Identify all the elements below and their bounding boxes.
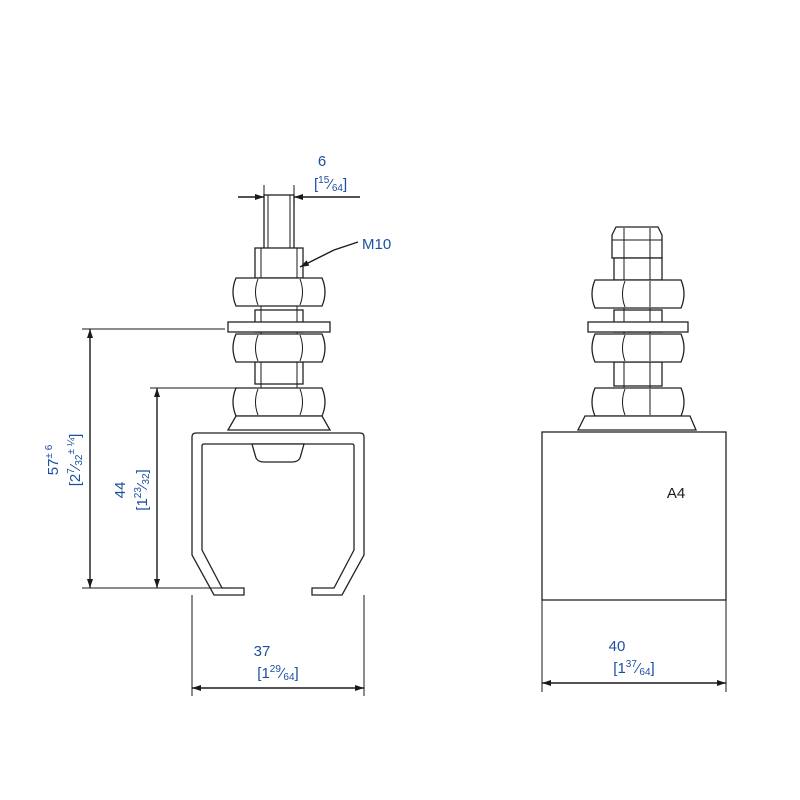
side-body <box>541 431 727 601</box>
front-view <box>191 194 365 596</box>
svg-text:40: 40 <box>609 638 626 655</box>
front-bolt <box>254 247 304 279</box>
side-lower-nut <box>591 387 685 417</box>
side-flange <box>576 415 697 431</box>
front-flange <box>226 415 332 431</box>
svg-text:[129⁄64]: [129⁄64] <box>257 664 298 683</box>
material-marking: A4 <box>667 485 685 502</box>
svg-text:6: 6 <box>318 153 326 170</box>
side-washer <box>587 321 689 333</box>
svg-text:44: 44 <box>112 482 129 499</box>
side-dimension-lines <box>541 600 727 692</box>
dim-side-body-width: 40 [137⁄64] <box>609 638 655 678</box>
front-upper-nut <box>232 277 326 307</box>
front-lower-nut <box>232 387 326 417</box>
svg-text:[27⁄32± ¼]: [27⁄32± ¼] <box>65 434 85 487</box>
svg-text:37: 37 <box>254 643 271 660</box>
svg-text:[137⁄64]: [137⁄64] <box>613 659 654 678</box>
front-washer <box>227 321 331 333</box>
front-pin <box>263 194 295 251</box>
dim-front-body-width: 37 [129⁄64] <box>254 643 299 683</box>
svg-text:[123⁄32]: [123⁄32] <box>133 469 152 510</box>
dim-body-height: 44 [123⁄32] <box>112 469 152 510</box>
thread-callout: M10 <box>362 236 391 253</box>
svg-text:57± 6: 57± 6 <box>44 444 62 475</box>
svg-text:[15⁄64]: [15⁄64] <box>314 175 347 194</box>
side-middle-nut <box>591 333 685 363</box>
side-upper-nut <box>591 279 685 309</box>
side-bolt <box>613 257 663 281</box>
side-view <box>541 226 727 601</box>
front-cap <box>251 443 305 463</box>
front-channel <box>191 432 365 596</box>
side-pin <box>611 226 663 259</box>
dim-pin-width: 6 [15⁄64] <box>314 153 347 194</box>
dim-overall-height: 57± 6 [27⁄32± ¼] <box>44 434 85 487</box>
front-middle-nut <box>232 333 326 363</box>
front-dimension-lines <box>82 185 365 696</box>
